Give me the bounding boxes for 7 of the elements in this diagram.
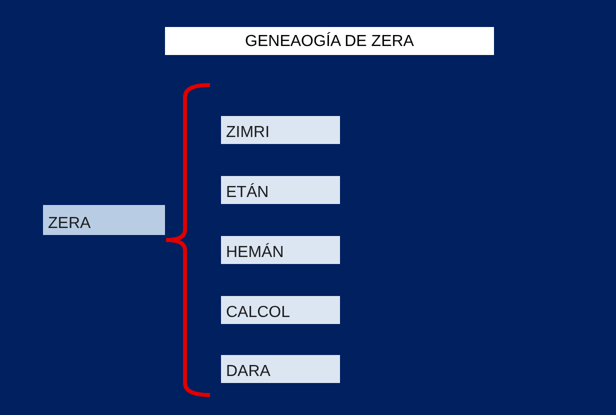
title: GENEAOGÍA DE ZERA <box>165 27 494 55</box>
name-box: ZERA <box>43 205 165 235</box>
name-box: ZIMRI <box>221 116 340 144</box>
name-box: DARA <box>221 355 340 383</box>
name-box: CALCOL <box>221 296 340 324</box>
name-box: HEMÁN <box>221 236 340 264</box>
name-box: ETÁN <box>221 176 340 204</box>
